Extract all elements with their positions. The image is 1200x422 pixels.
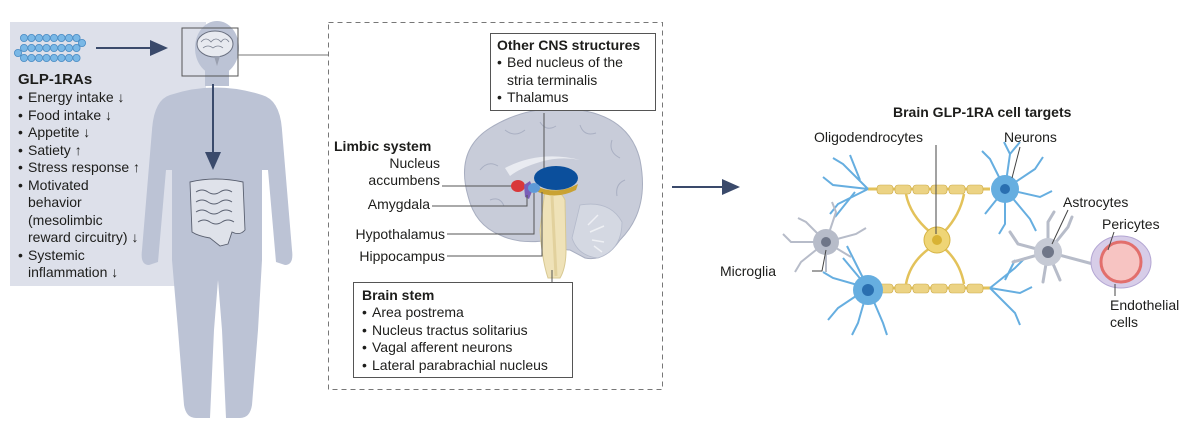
other-cns-list: Bed nucleus of the stria terminalis Thal… — [497, 54, 655, 107]
brain-stem-item-text: Lateral parabrachial nucleus — [372, 356, 548, 373]
peptide-bead — [78, 39, 87, 48]
effect-text: reward circuitry) ↓ — [28, 229, 139, 245]
microglia-cell — [782, 201, 867, 273]
peptide-bead — [42, 44, 51, 53]
cns-item-text: stria terminalis — [507, 71, 598, 88]
effect-text: (mesolimbic — [28, 211, 103, 228]
brain-stem-box: Brain stem Area postrema Nucleus tractus… — [353, 282, 573, 378]
peptide-bead — [27, 44, 36, 53]
effect-text: Stress response ↑ — [28, 159, 141, 175]
peptide-bead — [19, 44, 28, 53]
peptide-bead — [65, 54, 74, 63]
brain-stem-item-text: Area postrema — [372, 304, 464, 320]
brain-stem-title: Brain stem — [362, 287, 435, 303]
peptide-bead — [35, 54, 44, 63]
peptide-bead — [13, 49, 22, 58]
effect-item: Appetite ↓ — [18, 124, 208, 142]
astrocyte-cell — [1008, 210, 1095, 284]
effect-text: inflammation ↓ — [28, 264, 119, 280]
peptide-bead — [35, 34, 44, 43]
glp1ra-effects-list: Energy intake ↓ Food intake ↓ Appetite ↓… — [18, 89, 208, 282]
cns-item: Thalamus — [497, 89, 655, 107]
glp1ra-peptide-icon — [13, 34, 87, 63]
sagittal-brain — [464, 107, 643, 279]
peptide-bead — [27, 34, 36, 43]
peptide-bead — [50, 44, 59, 53]
neuron-dendrites-bottom-right — [989, 257, 1033, 326]
effect-text: Motivated — [28, 176, 89, 193]
effect-item: Stress response ↑ — [18, 159, 208, 177]
peptide-bead — [65, 44, 74, 53]
label-hypothalamus: Hypothalamus — [355, 226, 446, 242]
brain-stem-item-text: Nucleus tractus solitarius — [372, 321, 528, 338]
label-nucleus-accumbens: Nucleus accumbens — [340, 155, 440, 189]
peptide-bead — [42, 54, 51, 63]
brain-stem-list: Area postrema Nucleus tractus solitarius… — [362, 304, 572, 374]
neuron-cell-top-right — [981, 141, 1053, 235]
effect-text: behavior — [28, 194, 82, 210]
other-cns-title: Other CNS structures — [497, 37, 641, 53]
cell-targets-title: Brain GLP-1RA cell targets — [893, 104, 1072, 120]
effect-item: Energy intake ↓ — [18, 89, 208, 107]
limbic-title: Limbic system — [334, 138, 432, 154]
brain-stem-item-text: Vagal afferent neurons — [372, 339, 513, 355]
cell-targets-illustration — [782, 141, 1152, 336]
effect-item: Food intake ↓ — [18, 107, 208, 125]
cns-item: Bed nucleus of the stria terminalis — [497, 54, 655, 89]
label-text: accumbens — [368, 172, 440, 188]
peptide-bead — [72, 34, 81, 43]
brain-stem-item: Vagal afferent neurons — [362, 339, 572, 357]
effect-item: Systemic inflammation ↓ — [18, 247, 208, 282]
effect-item: Motivated behavior (mesolimbic reward ci… — [18, 177, 208, 247]
brain-stem-item: Area postrema — [362, 304, 572, 322]
effect-text: Systemic — [28, 246, 85, 263]
brain-leader-lines — [432, 113, 553, 283]
effect-text: Satiety ↑ — [28, 141, 82, 158]
label-oligodendrocytes: Oligodendrocytes — [814, 129, 923, 145]
label-endothelial-cells: Endothelial cells — [1110, 297, 1179, 331]
neuron-cell-top-left — [822, 154, 869, 218]
myelinated-axon-bottom — [868, 283, 990, 294]
effect-item: Satiety ↑ — [18, 142, 208, 160]
blood-vessel-cells — [1090, 235, 1152, 289]
peptide-bead — [19, 54, 28, 63]
label-astrocytes: Astrocytes — [1063, 194, 1129, 210]
label-hippocampus: Hippocampus — [359, 248, 445, 264]
peptide-bead — [57, 54, 66, 63]
brain-highlight-box — [181, 27, 239, 77]
effect-text: Appetite ↓ — [28, 124, 91, 140]
label-text: Nucleus — [389, 155, 440, 171]
peptide-bead — [27, 54, 36, 63]
myelinated-axon-top — [868, 184, 990, 195]
brain-stem-item: Nucleus tractus solitarius — [362, 322, 572, 340]
glp1ra-title: GLP-1RAs — [18, 71, 93, 88]
label-text: Endothelial — [1110, 297, 1180, 313]
brain-stem-item: Lateral parabrachial nucleus — [362, 357, 572, 375]
peptide-bead — [57, 34, 66, 43]
effect-text: Energy intake ↓ — [28, 89, 125, 105]
peptide-bead — [50, 54, 59, 63]
head-brain-icon — [196, 30, 234, 66]
brain-detail-frame — [328, 22, 663, 390]
effect-text: Food intake ↓ — [28, 106, 113, 123]
label-pericytes: Pericytes — [1102, 216, 1160, 232]
peptide-bead — [65, 34, 74, 43]
other-cns-box: Other CNS structures Bed nucleus of the … — [490, 33, 656, 111]
peptide-bead — [35, 44, 44, 53]
cns-item-text: Thalamus — [507, 89, 569, 105]
label-text: cells — [1110, 314, 1139, 330]
oligodendrocyte-cell — [904, 193, 966, 285]
peptide-bead — [72, 54, 81, 63]
peptide-bead — [42, 34, 51, 43]
label-neurons: Neurons — [1004, 129, 1057, 145]
label-microglia: Microglia — [720, 263, 777, 279]
cns-item-text: Bed nucleus of the — [507, 54, 623, 70]
peptide-bead — [19, 34, 28, 43]
peptide-bead — [57, 44, 66, 53]
neuron-cell-bottom-left — [822, 245, 888, 336]
peptide-bead — [72, 44, 81, 53]
peptide-bead — [50, 34, 59, 43]
label-amygdala: Amygdala — [367, 196, 430, 212]
